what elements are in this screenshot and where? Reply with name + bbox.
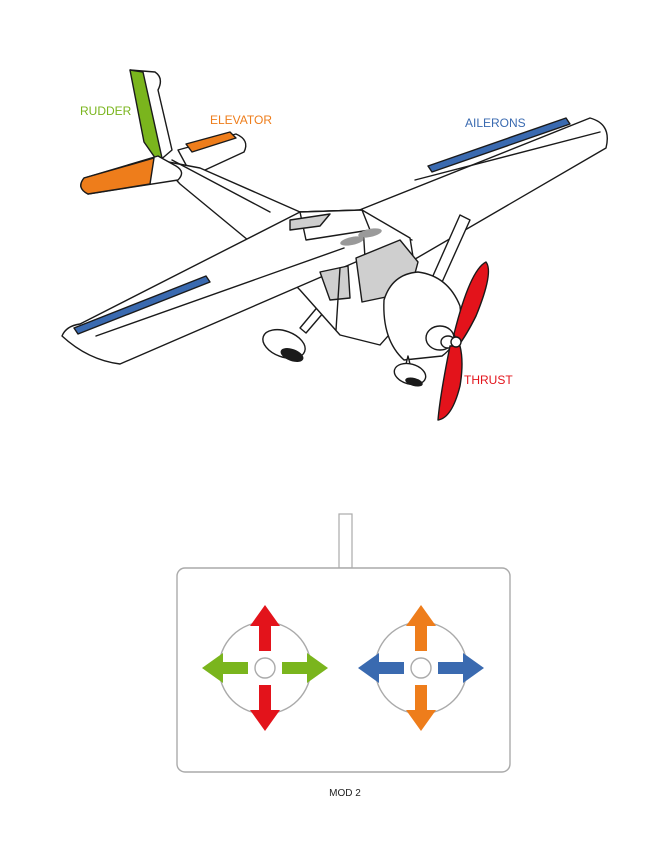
elevator-up-arrow-icon bbox=[406, 605, 436, 651]
roof-vent bbox=[340, 236, 364, 246]
airplane-illustration bbox=[61, 69, 608, 421]
thrust-label: THRUST bbox=[464, 373, 513, 387]
ailerons-left-arrow-icon bbox=[358, 653, 404, 683]
right-aileron bbox=[427, 117, 571, 173]
thrust-down-arrow-icon bbox=[250, 685, 280, 731]
roof-vent bbox=[358, 228, 382, 238]
elevator-label: ELEVATOR bbox=[210, 113, 272, 127]
right-stabilizer bbox=[177, 133, 247, 177]
left-wing bbox=[61, 209, 366, 365]
transmitter bbox=[176, 513, 511, 773]
mode-caption: MOD 2 bbox=[329, 788, 361, 799]
rudder-left-arrow-icon bbox=[202, 653, 248, 683]
rudder-right-arrow-icon bbox=[282, 653, 328, 683]
left-stick bbox=[202, 605, 328, 731]
nose-landing-gear bbox=[393, 355, 427, 387]
right-wing bbox=[351, 117, 608, 263]
left-aileron bbox=[73, 275, 211, 335]
elevator-down-arrow-icon bbox=[406, 685, 436, 731]
rudder-label: RUDDER bbox=[80, 104, 132, 118]
thrust-up-arrow-icon bbox=[250, 605, 280, 651]
right-elevator bbox=[185, 131, 237, 153]
side-window bbox=[319, 265, 351, 301]
right-stick bbox=[358, 605, 484, 731]
propeller bbox=[437, 261, 490, 421]
ailerons-label: AILERONS bbox=[465, 116, 526, 130]
ailerons-right-arrow-icon bbox=[438, 653, 484, 683]
transmitter-antenna bbox=[338, 513, 353, 569]
left-elevator bbox=[80, 157, 155, 195]
